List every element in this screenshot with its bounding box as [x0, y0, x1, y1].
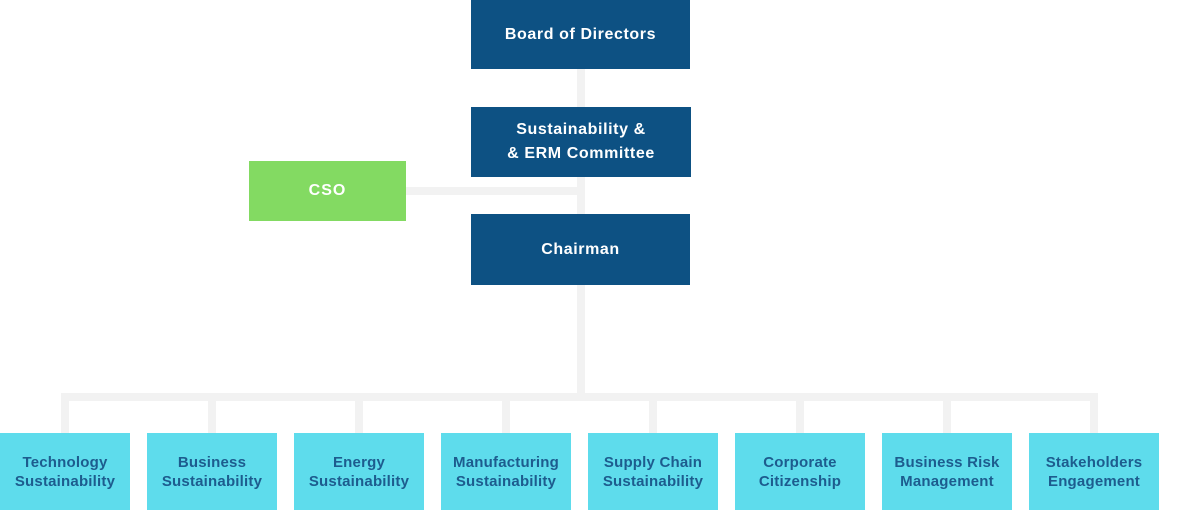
dept-label-line2: Sustainability: [308, 472, 410, 490]
dept-label-line1: Business: [177, 453, 247, 471]
connector-board-committee: [577, 69, 585, 107]
node-committee-label-line2: & ERM Committee: [507, 145, 655, 162]
connector-stub-dept-5: [649, 401, 657, 433]
node-board-of-directors: Board of Directors: [471, 0, 690, 69]
connector-stub-dept-7: [943, 401, 951, 433]
dept-label-line1: Business Risk: [894, 453, 1000, 471]
node-dept-technology-sustainability: Technology Sustainability: [0, 433, 130, 510]
node-dept-manufacturing-sustainability: Manufacturing Sustainability: [441, 433, 571, 510]
node-cso-label: CSO: [308, 182, 347, 199]
node-cso: CSO: [249, 161, 406, 221]
connector-stub-dept-2: [208, 401, 216, 433]
node-sustainability-erm-committee: Sustainability & & ERM Committee: [471, 107, 691, 177]
dept-label-line2: Sustainability: [14, 472, 116, 490]
node-dept-business-risk-management: Business Risk Management: [882, 433, 1012, 510]
connector-stub-dept-1: [61, 401, 69, 433]
connector-committee-chairman: [577, 177, 585, 214]
node-dept-business-sustainability: Business Sustainability: [147, 433, 277, 510]
node-dept-energy-sustainability: Energy Sustainability: [294, 433, 424, 510]
node-board-of-directors-label: Board of Directors: [504, 25, 657, 43]
dept-label-line1: Corporate: [763, 453, 837, 471]
node-committee-label-line1: Sustainability &: [516, 121, 646, 138]
dept-label-line1: Manufacturing: [453, 453, 559, 471]
dept-label-line2: Sustainability: [161, 472, 263, 490]
node-chairman-label: Chairman: [541, 240, 620, 258]
connector-chairman-bar: [577, 285, 585, 401]
dept-label-line2: Sustainability: [602, 472, 704, 490]
dept-label-line1: Stakeholders: [1045, 453, 1143, 471]
connector-cso-branch: [406, 187, 585, 195]
dept-label-line1: Technology: [22, 453, 108, 471]
connector-stub-dept-8: [1090, 401, 1098, 433]
connector-stub-dept-6: [796, 401, 804, 433]
dept-label-line2: Engagement: [1047, 472, 1140, 490]
connector-stub-dept-3: [355, 401, 363, 433]
dept-label-line2: Management: [900, 472, 994, 490]
node-dept-corporate-citizenship: Corporate Citizenship: [735, 433, 865, 510]
connector-stub-dept-4: [502, 401, 510, 433]
node-dept-supply-chain-sustainability: Supply Chain Sustainability: [588, 433, 718, 510]
connector-horizontal-bar: [61, 393, 1098, 401]
dept-label-line1: Supply Chain: [603, 453, 703, 471]
dept-label-line2: Sustainability: [455, 472, 557, 490]
node-dept-stakeholders-engagement: Stakeholders Engagement: [1029, 433, 1159, 510]
dept-label-line1: Energy: [332, 453, 386, 471]
node-chairman: Chairman: [471, 214, 690, 285]
dept-label-line2: Citizenship: [758, 472, 842, 490]
